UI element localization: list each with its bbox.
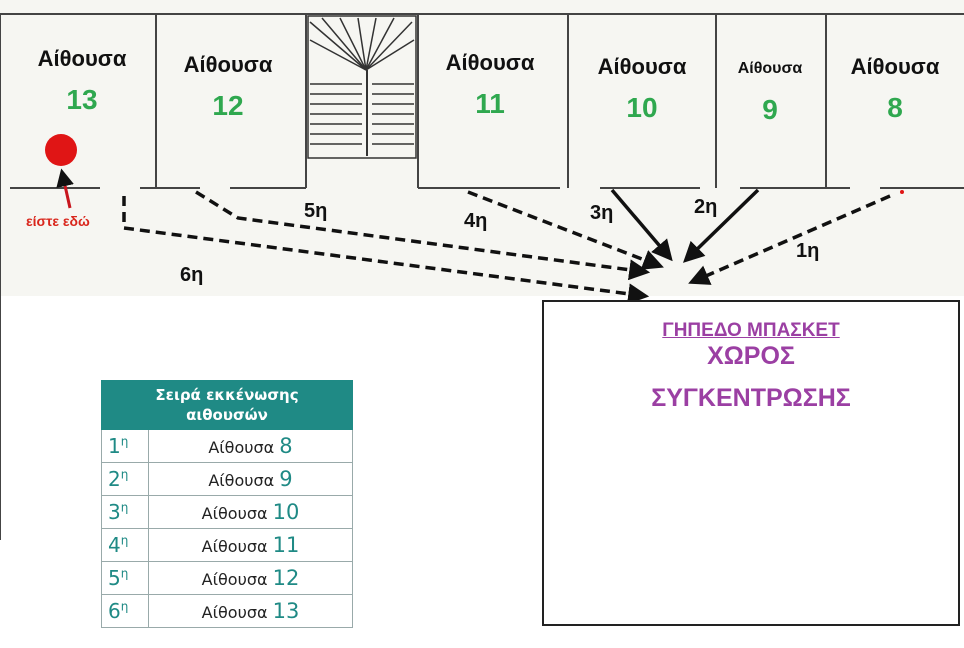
order-suffix: η bbox=[120, 599, 129, 614]
assembly-title-line2: ΣΥΓΚΕΝΤΡΩΣΗΣ bbox=[651, 384, 851, 412]
evacuation-arrows bbox=[122, 188, 891, 305]
order-suffix: η bbox=[120, 467, 129, 482]
room-number: 9 bbox=[279, 467, 293, 491]
room-number: 8 bbox=[887, 92, 903, 123]
room-number: 8 bbox=[279, 434, 293, 458]
room-word: Αίθουσα bbox=[850, 54, 940, 79]
room-word: Αίθουσα bbox=[183, 52, 273, 77]
table-header-row: Σειρά εκκένωσης αιθουσών bbox=[101, 380, 353, 430]
table-row: 2η Αίθουσα 9 bbox=[101, 462, 353, 496]
room-number: 11 bbox=[272, 533, 300, 557]
order-number: 6 bbox=[108, 599, 121, 623]
order-number: 1 bbox=[108, 434, 121, 458]
room-word: Αίθουσα bbox=[201, 504, 268, 523]
order-cell: 3η bbox=[101, 495, 149, 529]
order-number: 2 bbox=[108, 467, 121, 491]
order-label-5: 5η bbox=[304, 200, 328, 222]
room-number: 11 bbox=[475, 88, 505, 119]
room-label-12: Αίθουσα 12 bbox=[168, 52, 288, 122]
room-cell: Αίθουσα 11 bbox=[148, 528, 353, 562]
room-number: 10 bbox=[626, 92, 658, 123]
table-header-line2: αιθουσών bbox=[186, 406, 268, 424]
room-word: Αίθουσα bbox=[597, 54, 687, 79]
order-cell: 4η bbox=[101, 528, 149, 562]
room-number: 12 bbox=[272, 566, 300, 590]
table-row: 4η Αίθουσα 11 bbox=[101, 528, 353, 562]
room-word: Αίθουσα bbox=[445, 50, 535, 75]
order-cell: 6η bbox=[101, 594, 149, 628]
room-cell: Αίθουσα 12 bbox=[148, 561, 353, 595]
order-suffix: η bbox=[120, 533, 129, 548]
exit-dot bbox=[900, 190, 904, 194]
order-label-6: 6η bbox=[180, 264, 204, 286]
room-number: 12 bbox=[212, 90, 244, 121]
you-are-here-marker bbox=[45, 134, 77, 166]
room-label-13: Αίθουσα 13 bbox=[22, 46, 142, 116]
order-label-2: 2η bbox=[694, 196, 718, 218]
order-number: 4 bbox=[108, 533, 121, 557]
order-number: 5 bbox=[108, 566, 121, 590]
assembly-area-box: ΓΗΠΕΔΟ ΜΠΑΣΚΕΤ ΧΩΡΟΣ ΣΥΓΚΕΝΤΡΩΣΗΣ bbox=[542, 300, 960, 626]
walls bbox=[0, 13, 964, 540]
room-number: 9 bbox=[762, 94, 778, 125]
you-are-here-arrow bbox=[56, 168, 74, 209]
table-header: Σειρά εκκένωσης αιθουσών bbox=[101, 380, 353, 430]
room-word: Αίθουσα bbox=[37, 46, 127, 71]
table-row: 3η Αίθουσα 10 bbox=[101, 495, 353, 529]
order-number: 3 bbox=[108, 500, 121, 524]
court-title: ΓΗΠΕΔΟ ΜΠΑΣΚΕΤ bbox=[662, 320, 840, 341]
table-row: 6η Αίθουσα 13 bbox=[101, 594, 353, 628]
order-cell: 1η bbox=[101, 429, 149, 463]
you-are-here-label: είστε εδώ bbox=[26, 213, 90, 229]
table-row: 5η Αίθουσα 12 bbox=[101, 561, 353, 595]
order-suffix: η bbox=[120, 566, 129, 581]
corridor-area bbox=[0, 0, 964, 296]
order-label-3: 3η bbox=[590, 202, 614, 224]
room-cell: Αίθουσα 10 bbox=[148, 495, 353, 529]
order-suffix: η bbox=[120, 500, 129, 515]
room-cell: Αίθουσα 13 bbox=[148, 594, 353, 628]
room-number: 13 bbox=[272, 599, 300, 623]
room-number: 10 bbox=[272, 500, 300, 524]
order-cell: 2η bbox=[101, 462, 149, 496]
assembly-title-line1: ΧΩΡΟΣ bbox=[707, 342, 795, 370]
table-row: 1η Αίθουσα 8 bbox=[101, 429, 353, 463]
order-label-4: 4η bbox=[464, 210, 488, 232]
evacuation-order-table: Σειρά εκκένωσης αιθουσών 1η Αίθουσα 8 2η… bbox=[101, 380, 353, 628]
room-cell: Αίθουσα 8 bbox=[148, 429, 353, 463]
order-label-1: 1η bbox=[796, 240, 820, 262]
room-number: 13 bbox=[66, 84, 98, 115]
room-word: Αίθουσα bbox=[201, 570, 268, 589]
room-label-11: Αίθουσα 11 bbox=[430, 50, 550, 120]
room-label-10: Αίθουσα 10 bbox=[582, 54, 702, 124]
room-word: Αίθουσα bbox=[208, 438, 275, 457]
room-word: Αίθουσα bbox=[737, 60, 803, 77]
table-header-line1: Σειρά εκκένωσης bbox=[155, 386, 299, 404]
order-cell: 5η bbox=[101, 561, 149, 595]
room-label-9: Αίθουσα 9 bbox=[718, 56, 822, 126]
staircase bbox=[307, 15, 417, 159]
room-word: Αίθουσα bbox=[201, 603, 268, 622]
room-label-8: Αίθουσα 8 bbox=[834, 54, 956, 124]
order-suffix: η bbox=[120, 434, 129, 449]
room-word: Αίθουσα bbox=[201, 537, 268, 556]
room-cell: Αίθουσα 9 bbox=[148, 462, 353, 496]
room-word: Αίθουσα bbox=[208, 471, 275, 490]
